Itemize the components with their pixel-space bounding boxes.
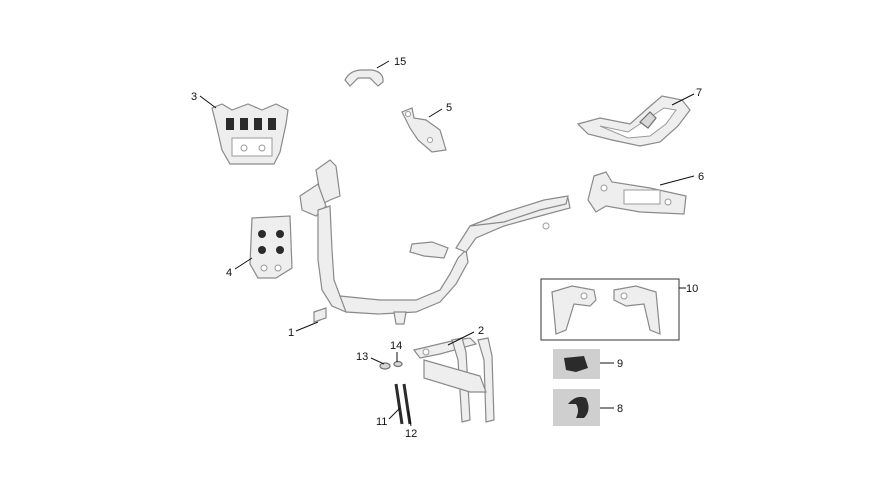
part-3-front-bracket: [211, 103, 289, 165]
leader-lines: [199, 60, 695, 427]
part-10-bracket-set: [540, 278, 680, 341]
part-15-clip: [344, 69, 384, 87]
part-1-main-frame: [299, 159, 571, 325]
callout-15: 15: [394, 56, 406, 68]
callout-10: 10: [686, 283, 698, 295]
callout-9: 9: [617, 358, 623, 370]
part-2-center-stand: [412, 337, 495, 423]
callout-5: 5: [446, 102, 452, 114]
part-11-spring: [394, 383, 404, 425]
part-9-photo: [553, 349, 600, 379]
callout-3: 3: [191, 91, 197, 103]
part-8-photo: [553, 389, 600, 426]
part-7-rear-rail: [576, 95, 691, 147]
callout-13: 13: [356, 351, 368, 363]
part-6-plate-bracket: [587, 171, 687, 215]
callout-11: 11: [376, 416, 387, 428]
callout-8: 8: [617, 403, 623, 415]
callout-1: 1: [288, 327, 294, 339]
part-4-plate: [249, 215, 293, 279]
part-5-bracket: [401, 107, 447, 153]
callout-4: 4: [226, 267, 232, 279]
callout-7: 7: [696, 87, 702, 99]
callout-14: 14: [390, 340, 402, 352]
callout-12: 12: [405, 428, 417, 440]
callout-2: 2: [478, 325, 484, 337]
part-14-washer: [393, 360, 403, 368]
part-13-washer: [379, 362, 391, 370]
callout-6: 6: [698, 171, 704, 183]
